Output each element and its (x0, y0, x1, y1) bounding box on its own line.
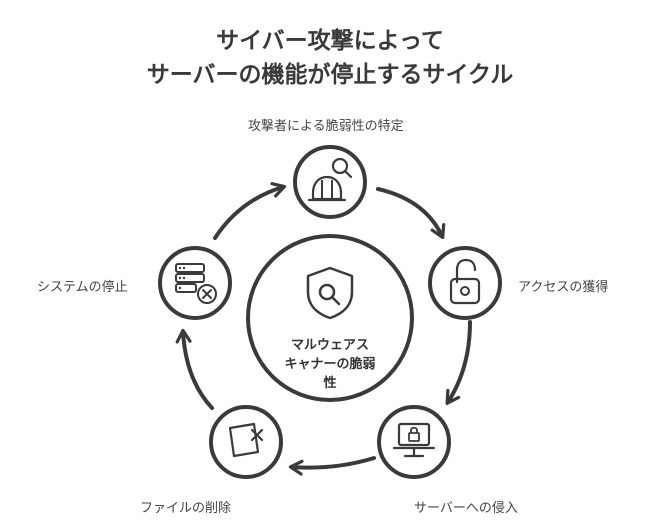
center-label: マルウェアス キャナーの脆弱 性 (255, 336, 405, 393)
arrow-step5-to-step1 (213, 182, 287, 240)
center-label-line-1: マルウェアス (290, 338, 369, 353)
step-node-3 (377, 405, 451, 479)
arrow-step3-to-step4 (288, 456, 376, 476)
step-label-4: ファイルの削除 (140, 501, 232, 516)
step-label-5: システムの停止 (37, 280, 128, 295)
laptop-lock-icon (392, 422, 436, 458)
hardhat-search-icon (307, 157, 353, 202)
padlock-open-icon (449, 258, 481, 305)
title-line-2: サーバーの機能が停止するサイクル (146, 62, 514, 88)
step-label-2: アクセスの獲得 (518, 280, 609, 295)
center-node (246, 234, 414, 402)
step-label-3: サーバーへの侵入 (414, 501, 518, 516)
title-line-1: サイバー攻撃によって (216, 28, 444, 54)
diagram-title: サイバー攻撃によって サーバーの機能が停止するサイクル (0, 24, 660, 92)
step-label-1: 攻撃者による脆弱性の特定 (248, 119, 404, 134)
arrow-step4-to-step5 (175, 328, 214, 410)
step-node-5 (158, 246, 232, 320)
server-stop-icon (175, 263, 217, 304)
step-node-4 (209, 405, 283, 479)
shield-search-icon (306, 266, 354, 320)
arrow-step2-to-step3 (445, 320, 472, 405)
center-label-line-3: 性 (323, 376, 337, 391)
center-label-line-2: キャナーの脆弱 (284, 357, 376, 372)
step-node-1 (293, 145, 367, 219)
step-node-2 (428, 246, 502, 320)
file-delete-icon (228, 422, 264, 458)
arrow-step1-to-step2 (376, 187, 446, 240)
